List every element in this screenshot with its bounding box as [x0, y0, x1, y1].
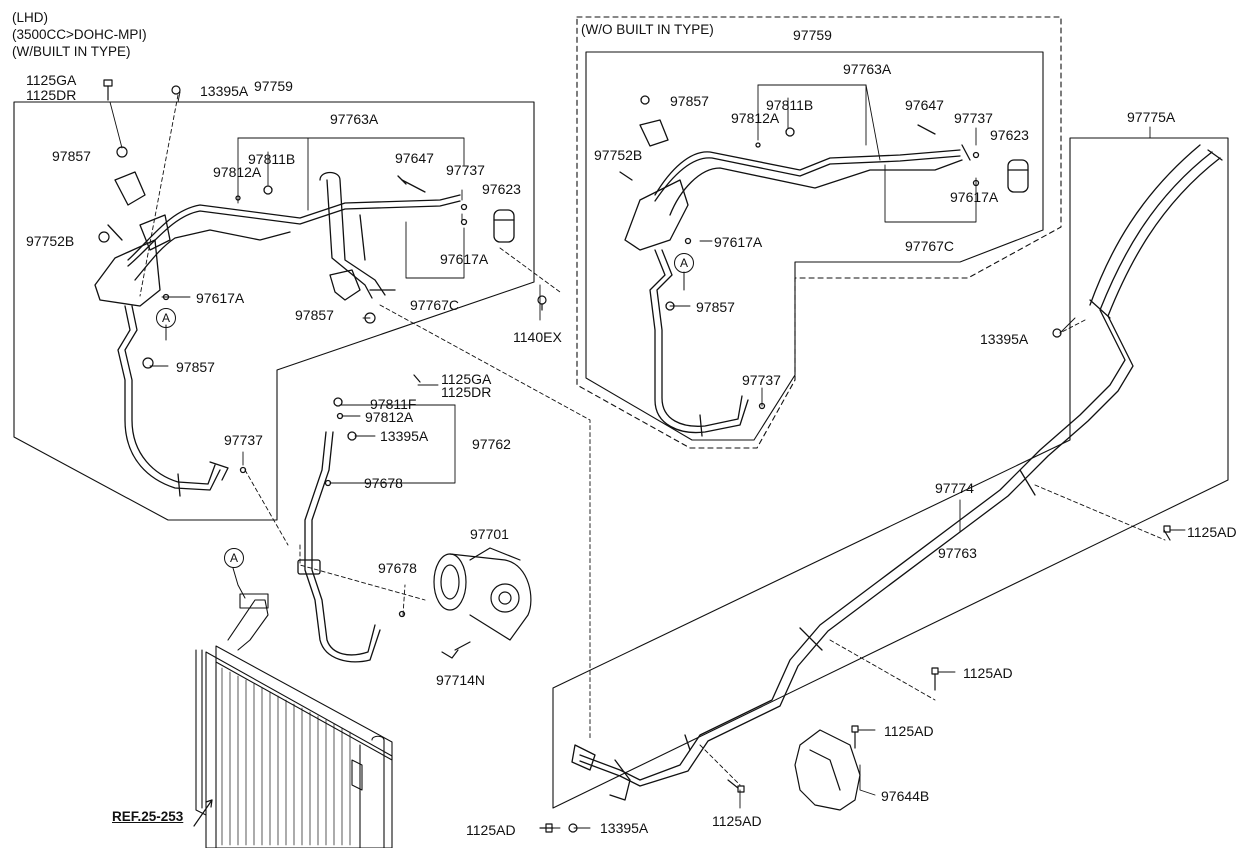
part-label[interactable]: 97763A	[330, 111, 379, 127]
ref-arrow	[193, 799, 213, 827]
part-label[interactable]: 97767C	[905, 238, 955, 254]
part-label[interactable]: 97763	[938, 545, 977, 561]
ref-link[interactable]: REF.25-253	[112, 809, 184, 824]
part-label[interactable]: 1125DR	[441, 384, 492, 400]
part-label[interactable]: 1125GA	[441, 371, 492, 387]
compressor	[433, 547, 532, 659]
right-leaders	[552, 126, 1186, 829]
right-hose-assembly	[571, 144, 1223, 801]
part-label[interactable]: 97647	[395, 150, 434, 166]
part-label[interactable]: 1125AD	[712, 813, 762, 829]
part-label[interactable]: 97678	[378, 560, 417, 576]
part-label[interactable]: 13395A	[980, 331, 1029, 347]
view-a-marker: A	[674, 253, 694, 273]
part-label[interactable]: 97623	[482, 181, 521, 197]
part-label[interactable]: 13395A	[200, 83, 249, 99]
part-label[interactable]: 97857	[696, 299, 735, 315]
left-fasteners	[98, 79, 547, 383]
right-fasteners	[539, 328, 1171, 833]
condenser	[195, 593, 393, 848]
wo-builtin-inner-outline	[585, 51, 1044, 441]
part-label[interactable]: 97812A	[365, 409, 414, 425]
part-label[interactable]: 97857	[176, 359, 215, 375]
part-label[interactable]: 97767C	[410, 297, 460, 313]
view-a-marker: A	[156, 308, 176, 328]
part-label[interactable]: 97737	[742, 372, 781, 388]
left-group-outline	[13, 101, 535, 521]
part-label[interactable]: 97763A	[843, 61, 892, 77]
part-label[interactable]: 97857	[52, 148, 91, 164]
part-label[interactable]: 97759	[254, 78, 293, 94]
discharge-hose	[297, 397, 406, 663]
part-label[interactable]: 97647	[905, 97, 944, 113]
part-label[interactable]: 97811F	[370, 396, 417, 412]
part-label[interactable]: 97774	[935, 480, 974, 496]
wo-leaders	[596, 51, 977, 407]
part-label[interactable]: 1125AD	[884, 723, 934, 739]
part-label[interactable]: 1125AD	[1187, 524, 1237, 540]
header-built-in: (W/BUILT IN TYPE)	[12, 44, 131, 59]
part-label[interactable]: 97714N	[436, 672, 486, 688]
part-label[interactable]: 97811B	[766, 97, 814, 113]
part-label[interactable]: 97857	[295, 307, 334, 323]
part-label[interactable]: 97812A	[213, 164, 262, 180]
part-label[interactable]: 97617A	[950, 189, 999, 205]
right-dashed-leaders	[699, 319, 1166, 786]
view-a-marker: A	[224, 548, 244, 568]
part-label[interactable]: 97811B	[248, 151, 296, 167]
part-label[interactable]: 97617A	[196, 290, 245, 306]
part-label[interactable]: 13395A	[380, 428, 429, 444]
part-label[interactable]: 97857	[670, 93, 709, 109]
wo-hose-assembly	[619, 95, 1029, 437]
part-label[interactable]: 97762	[472, 436, 511, 452]
part-label[interactable]: 97678	[364, 475, 403, 491]
header-lhd: (LHD)	[12, 10, 48, 25]
left-hose-assembly	[94, 171, 515, 497]
part-label[interactable]: 97617A	[714, 234, 763, 250]
part-label[interactable]: 97623	[990, 127, 1029, 143]
part-label[interactable]: 97737	[446, 162, 485, 178]
part-label[interactable]: 13395A	[600, 820, 649, 836]
part-label[interactable]: 1125AD	[466, 822, 516, 838]
left-leaders	[109, 91, 541, 484]
part-label[interactable]: 97775A	[1127, 109, 1176, 125]
part-label[interactable]: 97737	[224, 432, 263, 448]
part-label[interactable]: 97644B	[881, 788, 930, 804]
part-label[interactable]: 1140EX	[513, 329, 562, 345]
right-group-outline	[552, 137, 1229, 809]
part-label[interactable]: 97812A	[731, 110, 780, 126]
part-label[interactable]: 97759	[793, 27, 832, 43]
part-label[interactable]: 97701	[470, 526, 509, 542]
wo-builtin-title: (W/O BUILT IN TYPE)	[581, 22, 714, 37]
part-label[interactable]: 97752B	[26, 233, 75, 249]
part-label[interactable]: 97617A	[440, 251, 489, 267]
part-label[interactable]: 1125DR	[26, 87, 77, 103]
header-engine: (3500CC>DOHC-MPI)	[12, 27, 147, 42]
part-label[interactable]: 1125GA	[26, 72, 77, 88]
left-dashed-leaders	[139, 94, 591, 741]
wo-builtin-dashed-outline	[576, 16, 1062, 449]
part-label[interactable]: 97737	[954, 110, 993, 126]
part-label[interactable]: 97752B	[594, 147, 643, 163]
part-label[interactable]: 1125AD	[963, 665, 1013, 681]
